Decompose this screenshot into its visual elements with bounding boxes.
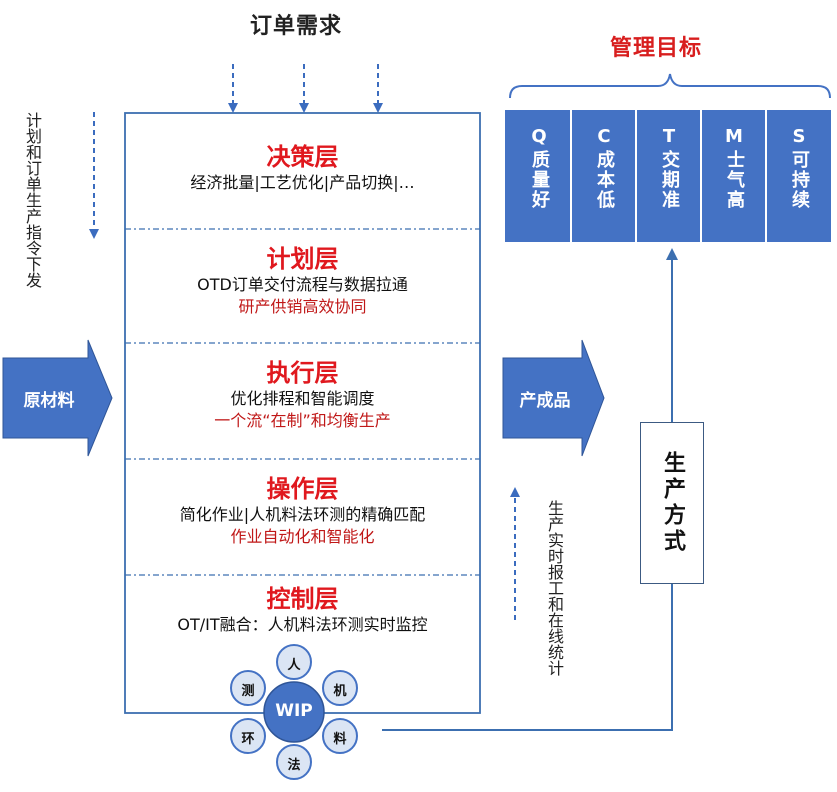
production-report-col-2: 和在线统计 [545, 596, 564, 676]
production-method-box: 生产方式 [640, 422, 704, 584]
layer-desc: 优化排程和智能调度 [230, 389, 375, 408]
goal-letter: M [725, 126, 743, 147]
layer-planning: 计划层 OTD订单交付流程与数据拉通 研产供销高效协同 [125, 244, 480, 318]
goal-cost: C 成本低 [572, 110, 636, 242]
layer-title: 控制层 [266, 585, 339, 613]
goal-letter: T [662, 126, 676, 147]
goal-letter: S [792, 126, 806, 147]
finished-product-arrow [502, 339, 605, 457]
management-goal-title: 管理目标 [610, 36, 703, 61]
plan-instruction-col-2: 生产指令下发 [23, 192, 42, 288]
production-method-label: 生产方式 [660, 451, 685, 555]
layer-highlight: 一个流“在制”和均衡生产 [214, 411, 391, 430]
goal-brace [509, 73, 831, 99]
layer-decision: 决策层 经济批量|工艺优化|产品切换|… [125, 142, 480, 194]
wip-to-method-line [382, 584, 673, 731]
goal-letter: Q [531, 126, 547, 147]
layer-operation: 操作层 简化作业|人机料法环测的精确匹配 作业自动化和智能化 [125, 474, 480, 548]
goal-morale: M 士气高 [702, 110, 766, 242]
layer-execution: 执行层 优化排程和智能调度 一个流“在制”和均衡生产 [125, 358, 480, 432]
layer-dividers [125, 228, 480, 576]
wip-flower [230, 644, 358, 780]
order-demand-arrows [228, 64, 383, 113]
goal-text: 可持续 [789, 150, 810, 210]
raw-material-arrow [2, 339, 113, 457]
layer-control: 控制层 OT/IT融合：人机料法环测实时监控 [125, 584, 480, 636]
goal-sustainable: S 可持续 [767, 110, 831, 242]
goal-separators [570, 110, 767, 242]
goal-delivery: T 交期准 [637, 110, 701, 242]
layer-desc: OT/IT融合：人机料法环测实时监控 [177, 615, 428, 634]
wip-petal-measurement: 测 [241, 684, 255, 699]
layer-title: 操作层 [266, 475, 339, 503]
goal-text: 交期准 [659, 150, 680, 210]
plan-instruction-label: 计划和订单生产指令下发 [22, 112, 42, 288]
goal-letter: C [597, 126, 611, 147]
wip-center-label: WIP [275, 701, 313, 721]
goal-text: 质量好 [529, 150, 550, 210]
goal-quality: Q 质量好 [507, 110, 571, 242]
goals-panel [505, 110, 831, 242]
raw-material-label: 原材料 [23, 391, 75, 411]
plan-instruction-col-1: 计划和订单 [23, 112, 42, 192]
wip-petal-environment: 环 [241, 732, 255, 747]
wip-petal-machine: 机 [333, 684, 347, 699]
finished-product-label: 产成品 [519, 391, 571, 411]
layer-title: 决策层 [266, 143, 339, 171]
layer-highlight: 研产供销高效协同 [238, 297, 367, 316]
wip-petal-material: 料 [333, 732, 347, 747]
layer-title: 执行层 [266, 359, 339, 387]
layer-desc: 经济批量|工艺优化|产品切换|… [190, 173, 415, 192]
layer-highlight: 作业自动化和智能化 [230, 527, 375, 546]
layer-desc: OTD订单交付流程与数据拉通 [197, 275, 408, 294]
wip-petal-method: 法 [287, 758, 301, 773]
goal-text: 士气高 [724, 150, 745, 210]
production-report-col-1: 生产实时报工 [545, 500, 564, 596]
layer-title: 计划层 [266, 245, 339, 273]
wip-petal-person: 人 [287, 658, 301, 673]
goal-text: 成本低 [594, 150, 615, 210]
layer-desc: 简化作业|人机料法环测的精确匹配 [179, 505, 426, 524]
order-demand-label: 订单需求 [250, 14, 343, 39]
production-report-label: 生产实时报工和在线统计 [544, 500, 564, 676]
